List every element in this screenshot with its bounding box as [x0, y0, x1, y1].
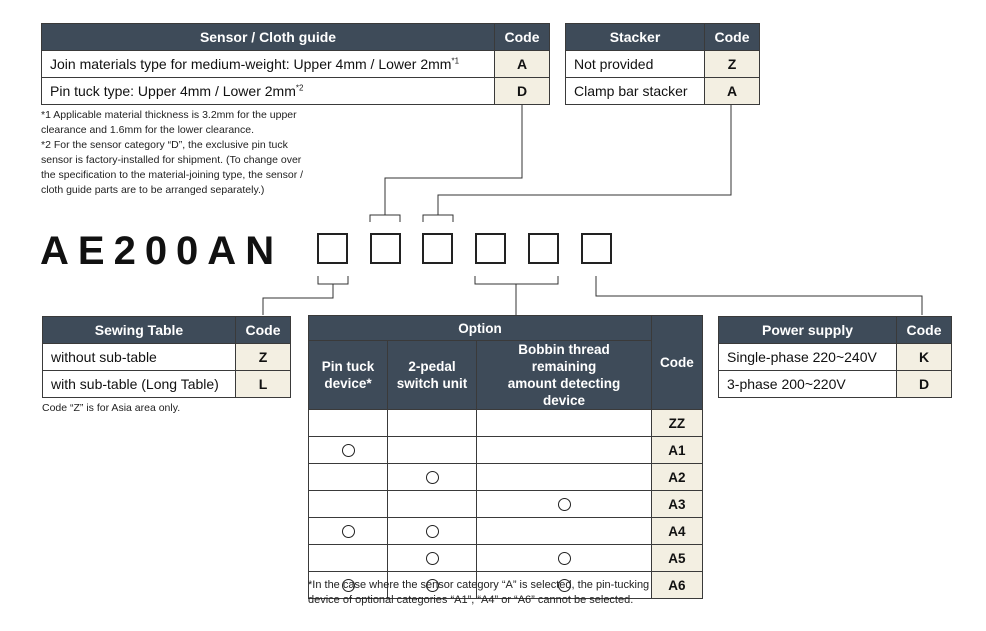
circle-mark-icon: [341, 525, 355, 539]
note-line: sensor is factory-installed for shipment…: [41, 154, 302, 166]
code-box-1: [317, 233, 348, 264]
power-row-label: 3-phase 200~220V: [718, 370, 897, 398]
option-row: A4: [308, 517, 703, 545]
sensor-row-code: A: [494, 50, 550, 78]
note-line: clearance and 1.6mm for the lower cleara…: [41, 124, 255, 136]
circle-mark-icon: [341, 444, 355, 458]
option-cell: [308, 517, 388, 545]
circle-mark-icon: [557, 552, 571, 566]
sensor-table: Sensor / Cloth guide Code Join materials…: [41, 23, 550, 105]
option-row: A5: [308, 544, 703, 572]
stacker-row-label: Clamp bar stacker: [565, 77, 705, 105]
power-row-code: D: [896, 370, 952, 398]
circle-mark-icon: [425, 525, 439, 539]
sensor-row-label: Join materials type for medium-weight: U…: [41, 50, 495, 78]
note-line: *2 For the sensor category “D”, the excl…: [41, 139, 288, 151]
sewing-note: Code “Z” is for Asia area only.: [42, 402, 181, 414]
circle-mark-icon: [557, 579, 571, 593]
option-cell: [387, 544, 477, 572]
sewing-row-code: L: [235, 370, 291, 398]
circle-mark-icon: [425, 552, 439, 566]
stacker-table: Stacker Code Not provided Z Clamp bar st…: [565, 23, 760, 105]
option-row-code: A6: [651, 571, 703, 599]
option-cell: [308, 409, 388, 437]
option-cell: [387, 463, 477, 491]
circle-mark-icon: [557, 498, 571, 512]
note-line: *In the case where the sensor category “…: [308, 579, 650, 591]
option-row: A6: [308, 571, 703, 599]
circle-mark-icon: [341, 579, 355, 593]
code-box-3: [422, 233, 453, 264]
option-cell: [387, 571, 477, 599]
option-cell: [387, 436, 477, 464]
circle-mark-icon: [425, 579, 439, 593]
option-col-2-pedal: 2-pedal switch unit: [387, 340, 477, 410]
option-cell: [476, 409, 652, 437]
note-line: device of optional categories “A1”, “A4”…: [308, 594, 634, 606]
option-cell: [308, 571, 388, 599]
circle-mark-icon: [425, 471, 439, 485]
option-cell: [387, 409, 477, 437]
stacker-code-header: Code: [704, 23, 760, 51]
model-title: AE200AN: [40, 229, 284, 273]
sensor-row-label: Pin tuck type: Upper 4mm / Lower 2mm*2: [41, 77, 495, 105]
option-cell: [387, 517, 477, 545]
stacker-row-label: Not provided: [565, 50, 705, 78]
option-row-code: ZZ: [651, 409, 703, 437]
option-cell: [476, 490, 652, 518]
power-row-label: Single-phase 220~240V: [718, 343, 897, 371]
sewing-row-code: Z: [235, 343, 291, 371]
note-line: cloth guide parts are to be arranged sep…: [41, 184, 265, 196]
option-code-header: Code: [651, 315, 703, 410]
option-cell: [476, 544, 652, 572]
option-cell: [476, 463, 652, 491]
option-cell: [308, 544, 388, 572]
sensor-row-code: D: [494, 77, 550, 105]
sewing-code-header: Code: [235, 316, 291, 344]
option-row-code: A5: [651, 544, 703, 572]
stacker-header: Stacker: [565, 23, 705, 51]
option-cell: [476, 517, 652, 545]
note-line: *1 Applicable material thickness is 3.2m…: [41, 109, 297, 121]
sensor-header: Sensor / Cloth guide: [41, 23, 495, 51]
option-cell: [308, 490, 388, 518]
code-box-5: [528, 233, 559, 264]
option-cell: [476, 436, 652, 464]
option-row-code: A1: [651, 436, 703, 464]
option-row: A2: [308, 463, 703, 491]
sewing-header: Sewing Table: [42, 316, 236, 344]
option-table: Option Code Pin tuck device* 2-pedal swi…: [308, 315, 703, 599]
sensor-code-header: Code: [494, 23, 550, 51]
option-col-bobbin: Bobbin thread remaining amount detecting…: [476, 340, 652, 410]
note-line: the specification to the material-joinin…: [41, 169, 304, 181]
option-cell: [308, 436, 388, 464]
code-box-2: [370, 233, 401, 264]
power-table: Power supply Code Single-phase 220~240V …: [718, 316, 952, 398]
power-row-code: K: [896, 343, 952, 371]
option-row-code: A2: [651, 463, 703, 491]
sewing-row-label: without sub-table: [42, 343, 236, 371]
option-row-code: A4: [651, 517, 703, 545]
option-row: ZZ: [308, 409, 703, 437]
sewing-table: Sewing Table Code without sub-table Z wi…: [42, 316, 291, 398]
option-row: A1: [308, 436, 703, 464]
option-note: *In the case where the sensor category “…: [308, 578, 649, 608]
option-cell: [476, 571, 652, 599]
power-code-header: Code: [896, 316, 952, 344]
option-row-code: A3: [651, 490, 703, 518]
option-cell: [387, 490, 477, 518]
code-box-4: [475, 233, 506, 264]
stacker-row-code: A: [704, 77, 760, 105]
option-row: A3: [308, 490, 703, 518]
option-cell: [308, 463, 388, 491]
option-col-pin-tuck: Pin tuck device*: [308, 340, 388, 410]
power-header: Power supply: [718, 316, 897, 344]
stacker-row-code: Z: [704, 50, 760, 78]
sensor-notes: *1 Applicable material thickness is 3.2m…: [41, 108, 361, 198]
sewing-row-label: with sub-table (Long Table): [42, 370, 236, 398]
option-header: Option: [308, 315, 652, 341]
code-box-6: [581, 233, 612, 264]
